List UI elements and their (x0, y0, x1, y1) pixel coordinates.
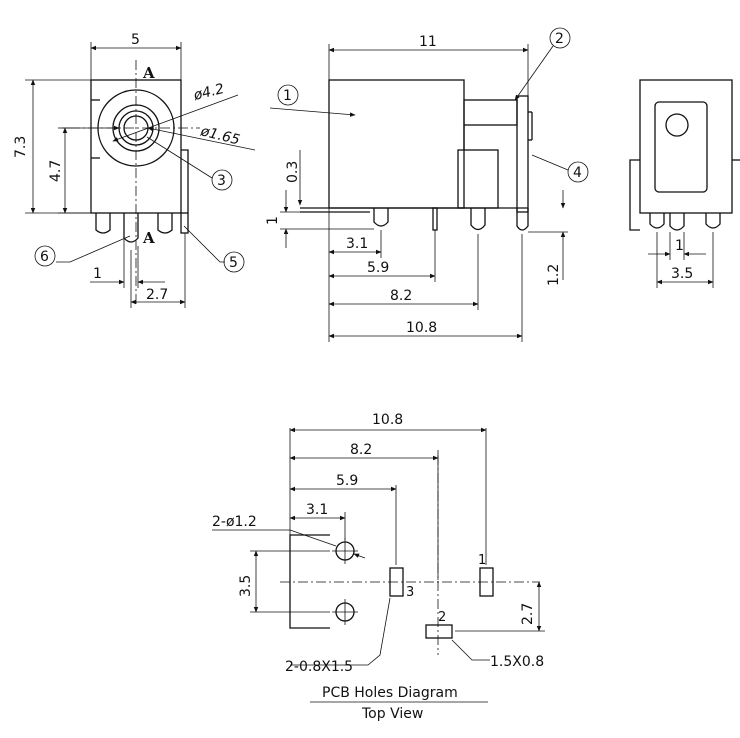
dim-rear-pin-span: 3.5 (671, 266, 693, 282)
callout-6: 6 (40, 249, 49, 265)
front-view: A A 5 7.3 4.7 ø4.2 ø1.65 3 5 (13, 32, 256, 308)
rear-hole (665, 113, 689, 137)
dim-front-center-height: 4.7 (48, 160, 64, 182)
pcb-outline (289, 534, 330, 629)
dim-front-width: 5 (131, 32, 140, 48)
rear-left-tab (629, 159, 640, 231)
rear-pin-middle (669, 213, 685, 231)
pcb-slot-3 (389, 567, 404, 597)
pcb-slot-2 (425, 624, 453, 639)
pcb-holes-label: 2-ø1.2 (212, 514, 257, 530)
rear-body (639, 79, 733, 214)
side-view: 11 1 2 4 0.3 1 1.2 3.1 (265, 27, 589, 342)
callout-1: 1 (283, 88, 292, 104)
pcb-view: 3 1 2 10.8 8.2 5.9 3.1 3.5 2.7 2-ø1.2 (212, 412, 545, 722)
dim-front-pin-span: 2.7 (146, 287, 168, 303)
dim-inner-diameter: ø1.65 (198, 123, 241, 148)
dim-pcb-3-5: 3.5 (238, 575, 254, 597)
callout-2-circle (549, 27, 571, 49)
front-side-tab (181, 149, 189, 213)
callout-2: 2 (555, 31, 564, 47)
dim-front-height: 7.3 (13, 136, 29, 158)
dim-pcb-10-8: 10.8 (372, 412, 403, 428)
dim-pcb-2-7: 2.7 (520, 603, 536, 625)
side-contact-block (516, 95, 529, 213)
dim-side-pin4: 10.8 (406, 320, 437, 336)
dim-pcb-8-2: 8.2 (350, 442, 372, 458)
pcb-caption-title: PCB Holes Diagram (322, 685, 458, 701)
section-label-bottom: A (142, 229, 155, 247)
callout-5-circle (223, 251, 245, 273)
pcb-caption-subtitle: Top View (361, 706, 423, 722)
dim-front-pin-offset: 1 (93, 266, 102, 282)
pcb-pin-3: 3 (406, 585, 414, 600)
callout-1-circle (277, 84, 299, 106)
pcb-slot-3-label: 2-0.8X1.5 (285, 659, 353, 675)
callout-5: 5 (229, 255, 238, 271)
front-pin-left (95, 213, 111, 234)
dim-side-pin3: 8.2 (390, 288, 412, 304)
pcb-pin-2: 2 (438, 610, 446, 625)
side-pin-2 (432, 207, 438, 231)
side-body (328, 79, 465, 209)
dim-pcb-3-1: 3.1 (306, 502, 328, 518)
dim-pcb-5-9: 5.9 (336, 473, 358, 489)
rear-contact-plate (654, 101, 708, 193)
dim-side-length: 11 (419, 34, 437, 50)
side-pin-4 (516, 208, 529, 231)
section-label-top: A (142, 64, 155, 82)
front-pin-right (157, 213, 173, 234)
callout-6-circle (34, 245, 56, 267)
side-pin-1 (373, 208, 389, 227)
dim-side-body-offset: 0.3 (285, 161, 301, 183)
rear-pin-left (649, 213, 665, 229)
rear-pin-right (705, 213, 721, 229)
callout-3: 3 (217, 173, 226, 189)
front-pin-side (180, 212, 189, 234)
rear-view: 1 3.5 (629, 79, 740, 288)
callout-3-circle (211, 169, 233, 191)
callout-4: 4 (573, 165, 582, 181)
dim-outer-diameter: ø4.2 (191, 81, 226, 104)
dim-side-pin2: 5.9 (367, 260, 389, 276)
pcb-pin-1: 1 (478, 553, 486, 568)
dim-side-pin1: 3.1 (346, 236, 368, 252)
side-pin-3 (470, 208, 486, 231)
pcb-slot-2-label: 1.5X0.8 (490, 654, 544, 670)
dim-side-standoff: 1 (265, 216, 281, 225)
side-nose (463, 99, 518, 126)
callout-4-circle (567, 161, 589, 183)
pcb-slot-1 (479, 567, 494, 597)
dim-side-pin-length: 1.2 (546, 264, 562, 286)
dim-rear-pin-pitch: 1 (675, 238, 684, 254)
